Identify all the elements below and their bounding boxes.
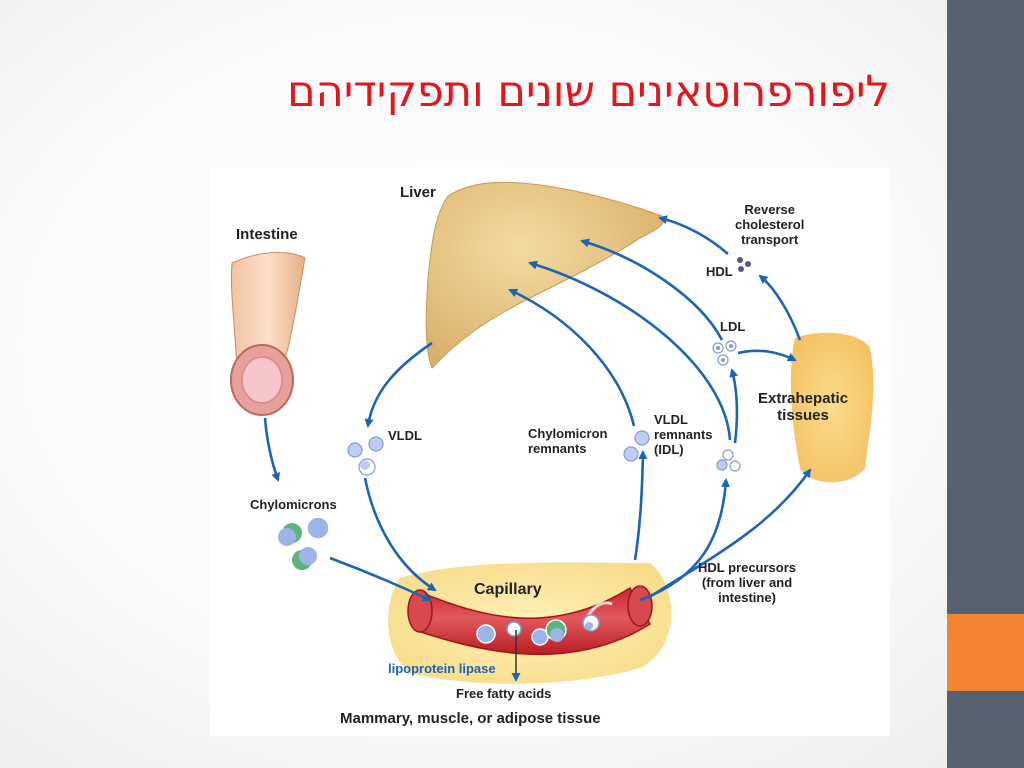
label-chylomicron-remnants: Chylomicron remnants [528, 426, 608, 456]
label-vldl: VLDL [388, 428, 422, 443]
arrow-intestine-to-chylomicrons [263, 417, 280, 482]
arrow-ldl-to-liver [580, 238, 724, 341]
label-liver: Liver [400, 184, 436, 201]
chylomicron-remnant-particles [623, 430, 650, 462]
ldl-particles [712, 340, 737, 366]
label-ldl: LDL [720, 319, 746, 334]
arrow-chylomicrons-to-capillary [329, 556, 432, 602]
label-extrahepatic-tissues: Extrahepatic tissues [758, 390, 849, 424]
arrow-extrahepatic-to-hdl [758, 274, 802, 341]
arrow-idl-to-liver [528, 260, 732, 441]
label-chylomicrons: Chylomicrons [250, 497, 337, 512]
lipoprotein-diagram: Liver Intestine VLDL Chylomicrons Chylom… [210, 168, 890, 736]
label-capillary: Capillary [474, 581, 542, 598]
pathway-arrows [263, 215, 812, 602]
vldl-particles [347, 436, 384, 476]
capillary-particles [476, 614, 600, 646]
arrow-liver-to-vldl [364, 341, 433, 428]
arrow-ldl-to-extrahepatic [737, 349, 797, 362]
label-intestine: Intestine [236, 226, 298, 243]
label-reverse-cholesterol-transport: Reverse cholesterol transport [735, 202, 805, 247]
label-lipoprotein-lipase: lipoprotein lipase [388, 661, 496, 676]
arrow-vldl-to-capillary [363, 477, 437, 592]
diagram-graphics [230, 181, 874, 684]
arrow-hdl-to-liver [658, 215, 729, 255]
arrow-chylomicron-remnants-to-liver [508, 288, 636, 427]
intestine-lumen [241, 356, 283, 404]
label-hdl: HDL [706, 264, 733, 279]
hdl-particles [737, 257, 751, 272]
chylomicron-particles [278, 516, 330, 570]
label-vldl-remnants-idl: VLDL remnants (IDL) [654, 412, 713, 457]
label-tissue: Mammary, muscle, or adipose tissue [340, 710, 601, 727]
arrow-capillary-to-hdl-precursors [647, 468, 812, 600]
label-free-fatty-acids: Free fatty acids [456, 686, 552, 701]
capillary-right-end [627, 585, 653, 627]
label-hdl-precursors: HDL precursors (from liver and intestine… [698, 560, 797, 605]
sidebar-accent-block [947, 614, 1024, 691]
idl-particles [716, 449, 741, 472]
arrow-capillary-to-chylomicron-remnants [633, 450, 648, 561]
capillary-shape [414, 586, 652, 656]
slide-title: ליפורפרוטאינים שונים ותפקידיהם [287, 67, 890, 117]
arrow-idl-to-ldl [729, 368, 739, 444]
liver-shape [425, 181, 664, 369]
extrahepatic-tissue-shape [790, 332, 874, 483]
